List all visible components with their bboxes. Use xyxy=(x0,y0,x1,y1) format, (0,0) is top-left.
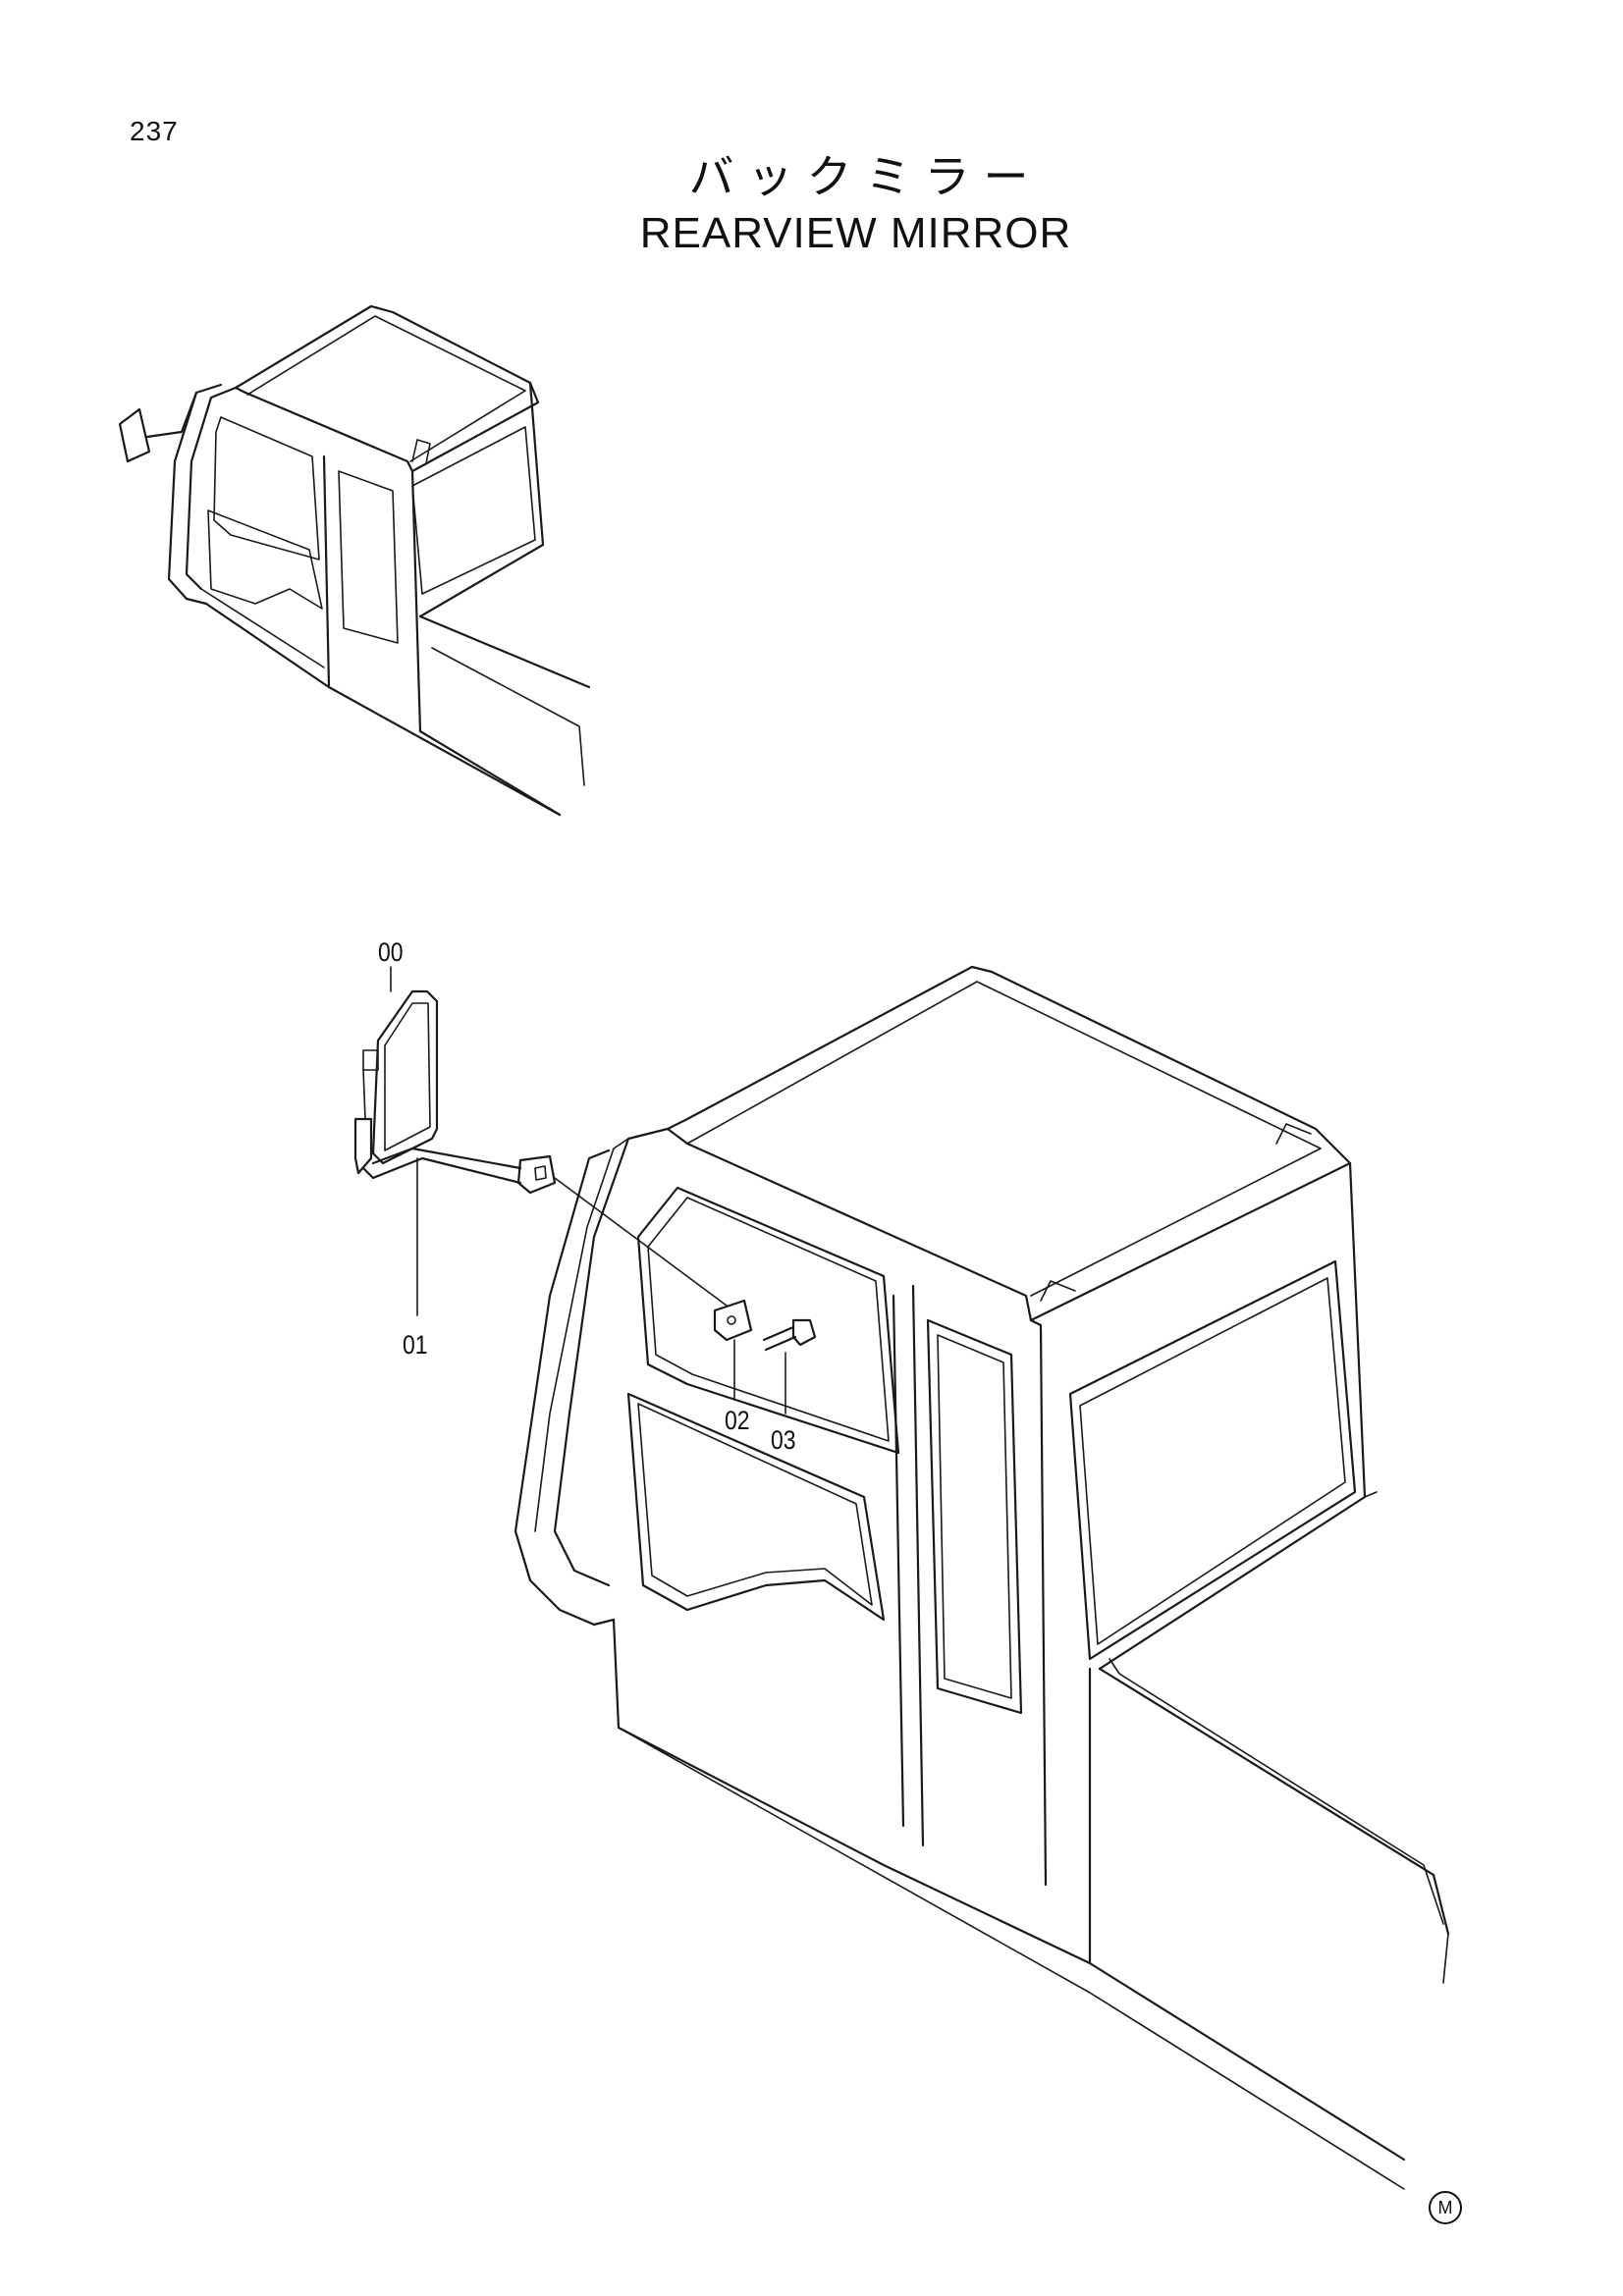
main-cab xyxy=(514,965,1450,2190)
overview-cab xyxy=(118,304,591,817)
maintenance-mark: M xyxy=(1429,2191,1462,2224)
bracket-part xyxy=(713,1299,753,1342)
callout-00-mirror: 00 xyxy=(378,937,404,967)
callout-01-stay: 01 xyxy=(403,1330,428,1360)
mirror-part xyxy=(362,989,439,1165)
title-english: REARVIEW MIRROR xyxy=(639,209,1072,257)
exploded-parts xyxy=(353,966,817,1415)
callout-03-bolt: 03 xyxy=(771,1425,796,1455)
callout-02-bracket: 02 xyxy=(725,1406,750,1435)
title-japanese: バックミラー xyxy=(688,150,1043,203)
stay-part xyxy=(353,1117,557,1195)
page-number: 237 xyxy=(130,116,179,146)
bolt-part xyxy=(762,1318,817,1352)
title-block: バックミラー REARVIEW MIRROR xyxy=(0,147,1623,261)
